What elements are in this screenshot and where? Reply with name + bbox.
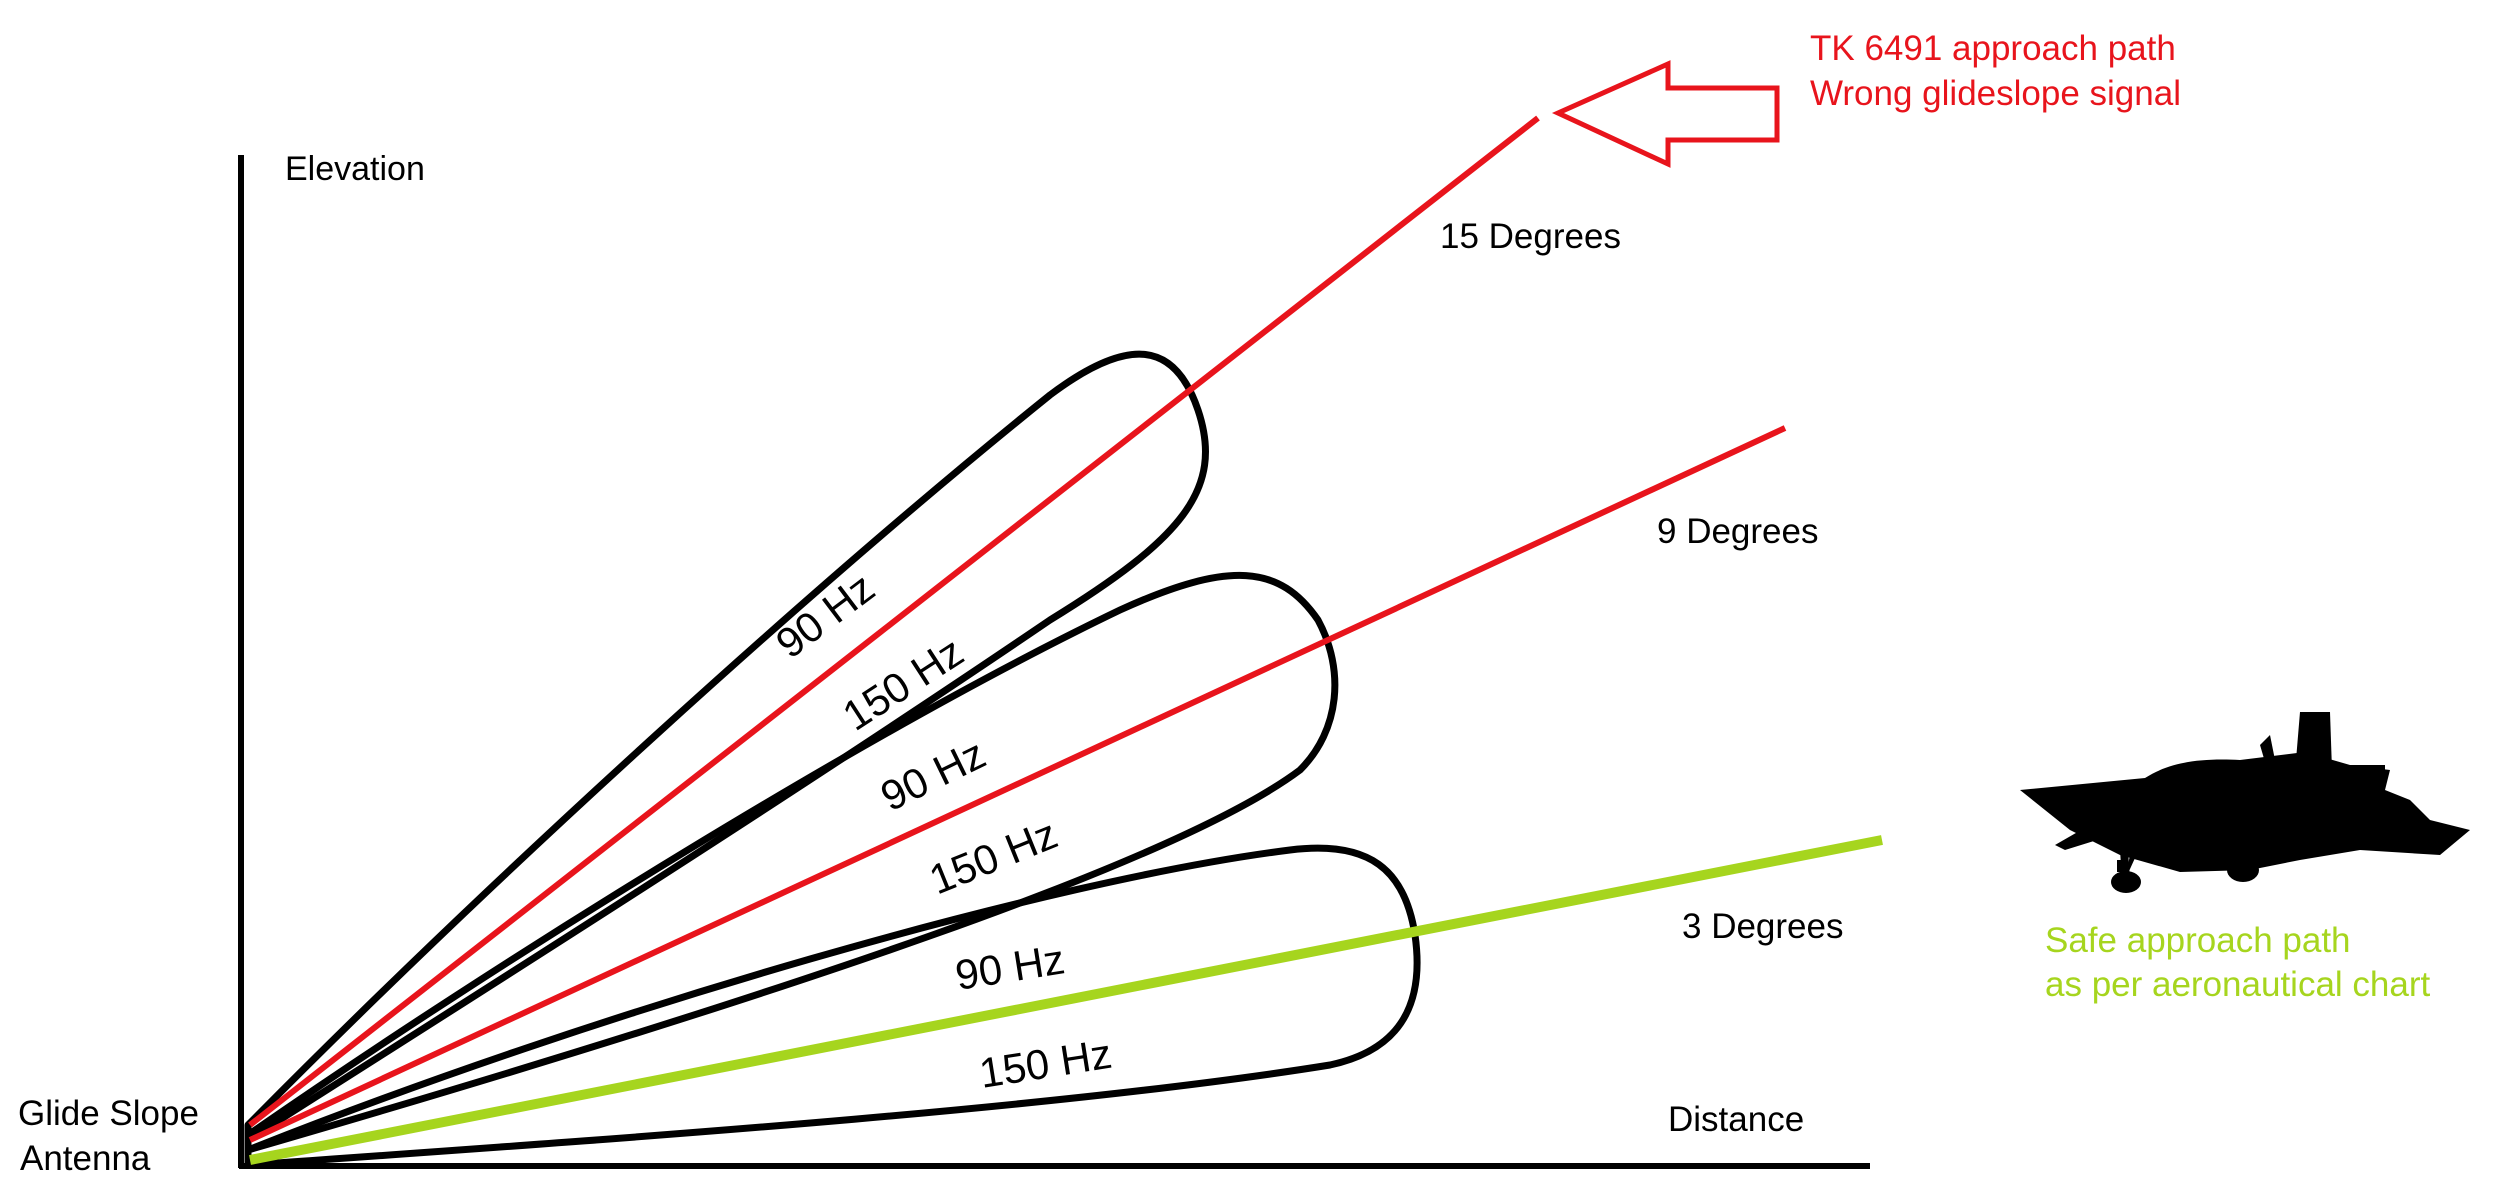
lobe-3-90hz-label: 90 Hz <box>952 935 1068 999</box>
safe-approach-line <box>249 835 1883 1165</box>
lobe-9-150hz-label: 150 Hz <box>923 810 1064 903</box>
angle-label-9-degrees: 9 Degrees <box>1657 512 1818 551</box>
airplane-icon <box>2020 712 2470 893</box>
glide-slope-antenna-label-line2: Antenna <box>20 1139 151 1178</box>
angle-label-15-degrees: 15 Degrees <box>1440 217 1621 256</box>
distance-label: Distance <box>1668 1100 1804 1139</box>
glide-slope-antenna-label-line1: Glide Slope <box>18 1094 199 1133</box>
safe-path-annotation-line1: Safe approach path <box>2045 921 2351 960</box>
wrong-path-arrow-icon <box>1551 60 1780 168</box>
wrong-glideslope-9-line <box>248 425 1787 1143</box>
lobe-3-150hz-label: 150 Hz <box>976 1030 1115 1097</box>
wrong-path-annotation-line2: Wrong glideslope signal <box>1810 74 2181 113</box>
wrong-path-annotation-line1: TK 6491 approach path <box>1810 29 2176 68</box>
safe-path-annotation-line2: as per aeronautical chart <box>2045 965 2430 1004</box>
angle-label-3-degrees: 3 Degrees <box>1682 907 1843 946</box>
lobe-15-degrees <box>244 350 1209 1144</box>
wrong-glideslope-15-line <box>248 115 1540 1128</box>
elevation-label: Elevation <box>285 150 425 188</box>
lobe-15-90hz-label: 90 Hz <box>767 564 883 668</box>
lobe-3-degrees <box>244 844 1421 1169</box>
lobe-9-degrees <box>244 572 1339 1154</box>
